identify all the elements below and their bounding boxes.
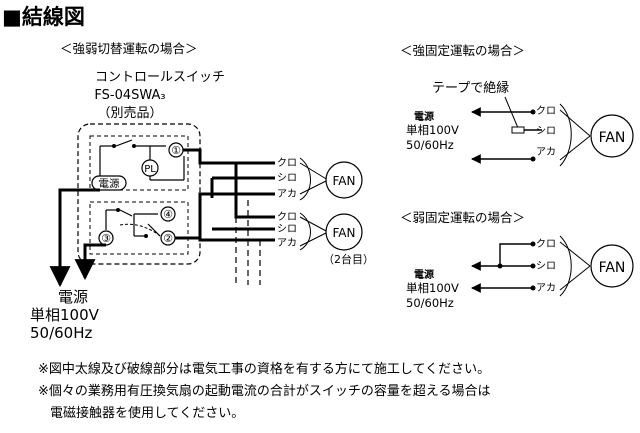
sf-wire-white: シロ (536, 126, 556, 137)
fan2-wire-black: クロ (277, 211, 297, 223)
pilot-lamp-label: PL (144, 164, 156, 175)
fan-1: クロ シロ アカ FAN (277, 157, 363, 201)
wf-power-freq: 50/60Hz (406, 296, 454, 310)
sf-fan-icon (590, 114, 634, 158)
strong-fixed-wiring (471, 107, 542, 164)
upper-switch-wiring (99, 139, 185, 181)
switch-name: コントロールスイッチ (95, 70, 225, 85)
fan2-motor-icon (325, 213, 363, 251)
tape-insulation (511, 126, 525, 134)
wf-wire-red: アカ (536, 282, 556, 294)
field-wiring-dashed (235, 200, 261, 285)
weak-fixed-wiring (471, 243, 533, 293)
wf-fan-icon (590, 244, 634, 288)
fan1-motor-icon (325, 161, 363, 199)
fan1-wire-red: アカ (277, 188, 297, 200)
power-spec: 単相100V (30, 306, 100, 324)
switch-note: （別売品） (97, 105, 162, 121)
pilot-lamp-icon (141, 159, 159, 177)
sf-wire-red: アカ (536, 146, 556, 158)
second-fan-note: （2台目） (323, 252, 374, 266)
wf-power-label: 電源 (414, 268, 434, 281)
note-2: ※個々の業務用有圧換気扇の起動電流の合計がスイッチの容量を超える場合は (38, 384, 491, 399)
upper-switch-block (89, 135, 189, 191)
fan1-label: FAN (333, 174, 356, 188)
terminal-4-label: ④ (163, 208, 173, 221)
terminal-3-label: ③ (101, 232, 111, 245)
sf-fan-label: FAN (599, 130, 626, 146)
terminal-1-label: ① (171, 144, 181, 157)
wf-wire-black: クロ (536, 238, 556, 250)
sf-power-label: 電源 (414, 110, 434, 123)
wf-fan-label: FAN (599, 260, 626, 276)
switch-enclosure (77, 123, 201, 265)
diagram-title: ■結線図 (2, 5, 85, 29)
fan2-wire-white: シロ (277, 224, 297, 235)
lower-switch-block (89, 201, 189, 255)
terminal-2-label: ② (163, 232, 173, 245)
sf-power-spec: 単相100V (406, 123, 459, 137)
strong-weak-heading: ＜強弱切替運転の場合＞ (60, 41, 198, 56)
note-3: 電磁接触器を使用してください。 (50, 406, 245, 421)
lower-switch-wiring (105, 209, 161, 237)
wf-wire-white: シロ (536, 261, 556, 272)
wf-power-spec: 単相100V (406, 281, 459, 295)
field-wiring-thick (58, 148, 275, 280)
fan1-wire-black: クロ (277, 157, 297, 169)
power-symbol-label: 電源 (99, 177, 120, 190)
fan1-wire-white: シロ (277, 173, 297, 184)
strong-fixed-heading: ＜強固定運転の場合＞ (400, 43, 525, 58)
fan2-label: FAN (333, 226, 356, 240)
weak-fixed-heading: ＜弱固定運転の場合＞ (400, 210, 525, 225)
fan-2: クロ シロ アカ FAN （2台目） (277, 211, 374, 266)
fan2-wire-red: アカ (277, 237, 297, 249)
power-label: 電源 (58, 288, 88, 306)
sf-wire-black: クロ (536, 105, 556, 117)
switch-model: FS-04SWA₃ (94, 88, 165, 103)
power-freq: 50/60Hz (30, 324, 93, 342)
tape-label: テープで絶縁 (432, 80, 509, 96)
terminal-4 (160, 206, 176, 222)
sf-power-freq: 50/60Hz (406, 138, 454, 152)
note-1: ※図中太線及び破線部分は電気工事の資格を有する方にて施工してください。 (38, 362, 491, 377)
power-symbol (91, 175, 127, 191)
